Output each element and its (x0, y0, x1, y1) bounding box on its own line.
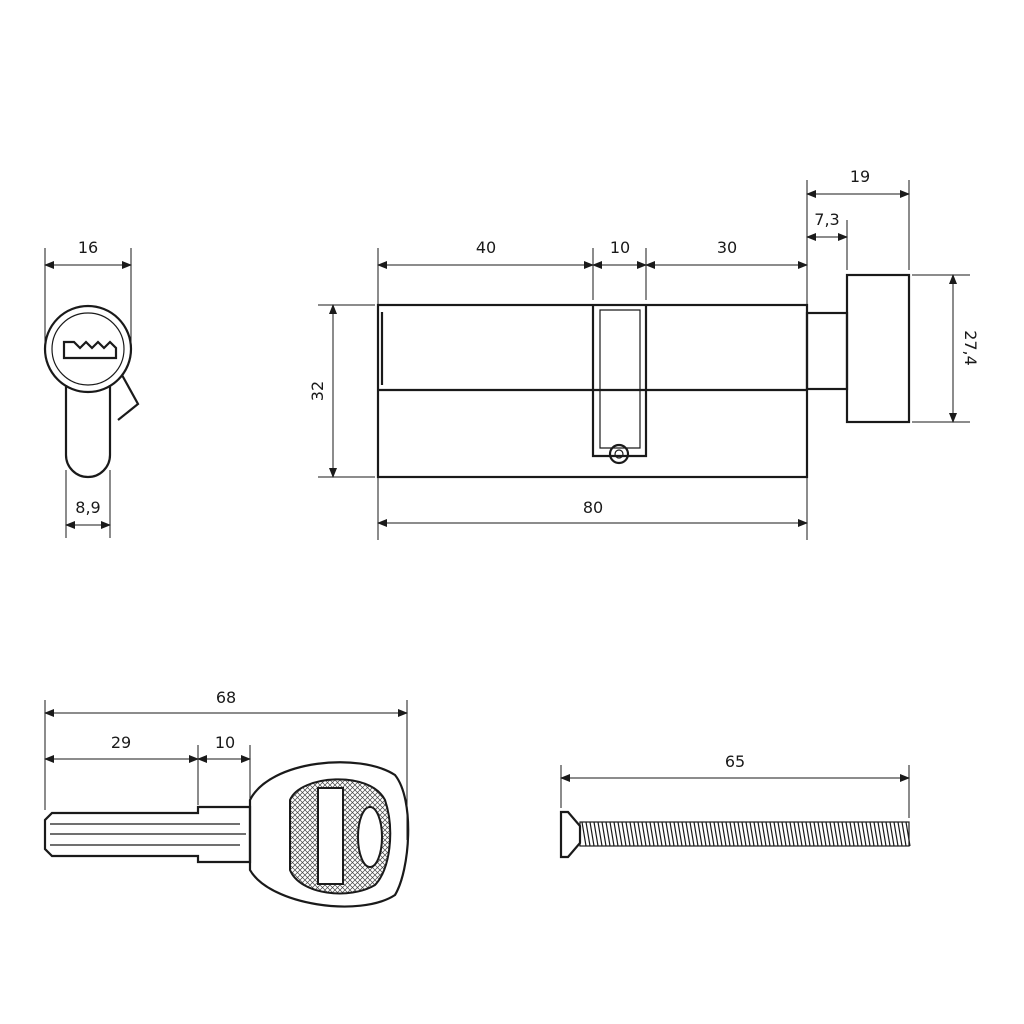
knob-offset-label: 7,3 (814, 210, 839, 229)
cam-width-label: 10 (610, 238, 630, 257)
right-length-label: 30 (717, 238, 737, 257)
side-view: 40 10 30 7,3 19 80 32 27,4 (308, 167, 980, 540)
key-shoulder-length-label: 10 (215, 733, 235, 752)
key-total-length-label: 68 (216, 688, 236, 707)
key: 68 29 10 (43, 688, 410, 908)
front-width-label: 16 (78, 238, 98, 257)
key-blade-length-label: 29 (111, 733, 131, 752)
height-label: 32 (308, 381, 327, 401)
knob-length-label: 19 (850, 167, 870, 186)
knob-diameter-label: 27,4 (961, 330, 980, 366)
keyway-width-label: 8,9 (75, 498, 100, 517)
screw-length-label: 65 (725, 752, 745, 771)
left-length-label: 40 (476, 238, 496, 257)
total-length-label: 80 (583, 498, 603, 517)
front-view: 16 8,9 (43, 238, 140, 538)
screw: 65 (559, 752, 911, 859)
